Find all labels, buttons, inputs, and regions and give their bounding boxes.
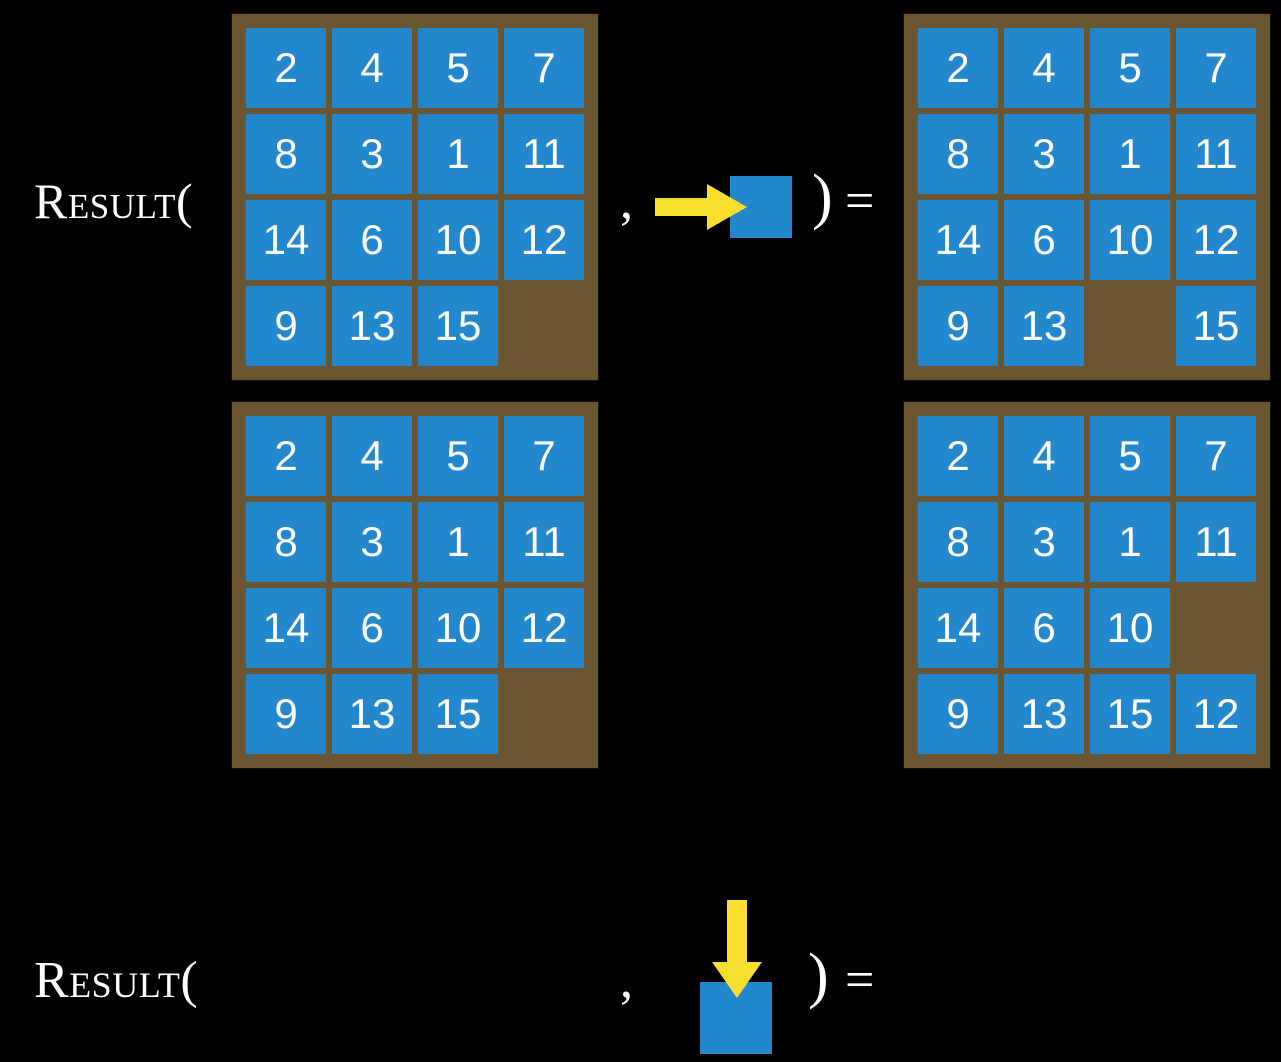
closing-paren-row1: ) xyxy=(812,163,833,231)
tile[interactable]: 8 xyxy=(918,502,998,582)
tile[interactable]: 2 xyxy=(246,28,326,108)
tile[interactable]: 14 xyxy=(918,588,998,668)
tile[interactable]: 15 xyxy=(418,286,498,366)
tile[interactable]: 13 xyxy=(1004,674,1084,754)
tile[interactable]: 3 xyxy=(332,114,412,194)
tile[interactable]: 4 xyxy=(332,416,412,496)
tile[interactable]: 15 xyxy=(1090,674,1170,754)
tile[interactable]: 14 xyxy=(246,588,326,668)
tile[interactable]: 3 xyxy=(332,502,412,582)
tile[interactable]: 10 xyxy=(1090,588,1170,668)
tile[interactable]: 3 xyxy=(1004,114,1084,194)
input-board-row1: 2 4 5 7 8 3 1 11 14 6 10 12 9 13 15 xyxy=(232,14,598,380)
tile[interactable]: 2 xyxy=(918,416,998,496)
tile[interactable]: 4 xyxy=(1004,28,1084,108)
argument-separator-comma-row1: , xyxy=(620,173,633,230)
equals-sign-row2: = xyxy=(845,952,875,1009)
tile[interactable]: 12 xyxy=(504,200,584,280)
arrow-right-icon xyxy=(655,184,747,230)
tile[interactable]: 8 xyxy=(246,114,326,194)
tile[interactable]: 10 xyxy=(418,588,498,668)
result-function-label-row1: Result( xyxy=(34,173,194,229)
tile[interactable]: 12 xyxy=(1176,674,1256,754)
tile[interactable]: 15 xyxy=(1176,286,1256,366)
empty-slot[interactable] xyxy=(1090,286,1170,366)
tile[interactable]: 6 xyxy=(332,200,412,280)
tile[interactable]: 3 xyxy=(1004,502,1084,582)
input-board-grid-row1: 2 4 5 7 8 3 1 11 14 6 10 12 9 13 15 xyxy=(246,28,584,366)
equation-row-2: Result( 2 4 5 7 8 3 1 11 14 6 10 12 9 13… xyxy=(0,392,1281,1054)
tile[interactable]: 14 xyxy=(918,200,998,280)
arrow-down-icon xyxy=(712,900,762,998)
argument-separator-comma-row2: , xyxy=(620,952,633,1009)
tile[interactable]: 1 xyxy=(418,114,498,194)
input-board-grid-row2: 2 4 5 7 8 3 1 11 14 6 10 12 9 13 15 xyxy=(246,416,584,754)
output-board-grid-row1: 2 4 5 7 8 3 1 11 14 6 10 12 9 13 15 xyxy=(918,28,1256,366)
tile[interactable]: 6 xyxy=(1004,200,1084,280)
empty-slot[interactable] xyxy=(1176,588,1256,668)
empty-slot[interactable] xyxy=(504,286,584,366)
tile[interactable]: 1 xyxy=(418,502,498,582)
output-board-row2: 2 4 5 7 8 3 1 11 14 6 10 9 13 15 12 xyxy=(904,402,1270,768)
move-indicator-row2 xyxy=(690,892,800,1062)
tile[interactable]: 7 xyxy=(504,416,584,496)
tile[interactable]: 7 xyxy=(504,28,584,108)
tile[interactable]: 12 xyxy=(504,588,584,668)
tile[interactable]: 10 xyxy=(418,200,498,280)
tile[interactable]: 15 xyxy=(418,674,498,754)
tile[interactable]: 5 xyxy=(1090,28,1170,108)
tile[interactable]: 11 xyxy=(504,114,584,194)
equation-row-1: Result( 2 4 5 7 8 3 1 11 14 6 10 12 9 13… xyxy=(0,0,1281,392)
tile[interactable]: 6 xyxy=(1004,588,1084,668)
tile[interactable]: 4 xyxy=(332,28,412,108)
tile[interactable]: 5 xyxy=(1090,416,1170,496)
tile[interactable]: 9 xyxy=(918,674,998,754)
tile[interactable]: 8 xyxy=(918,114,998,194)
tile[interactable]: 12 xyxy=(1176,200,1256,280)
closing-paren-row2: ) xyxy=(808,942,829,1010)
empty-slot[interactable] xyxy=(504,674,584,754)
tile[interactable]: 9 xyxy=(246,286,326,366)
equals-sign-row1: = xyxy=(845,173,875,230)
tile[interactable]: 13 xyxy=(1004,286,1084,366)
tile[interactable]: 7 xyxy=(1176,28,1256,108)
tile[interactable]: 14 xyxy=(246,200,326,280)
tile[interactable]: 9 xyxy=(918,286,998,366)
output-board-grid-row2: 2 4 5 7 8 3 1 11 14 6 10 9 13 15 12 xyxy=(918,416,1256,754)
tile[interactable]: 2 xyxy=(246,416,326,496)
tile[interactable]: 2 xyxy=(918,28,998,108)
tile[interactable]: 5 xyxy=(418,28,498,108)
input-board-row2: 2 4 5 7 8 3 1 11 14 6 10 12 9 13 15 xyxy=(232,402,598,768)
tile[interactable]: 5 xyxy=(418,416,498,496)
tile[interactable]: 11 xyxy=(1176,114,1256,194)
tile[interactable]: 13 xyxy=(332,674,412,754)
move-indicator-row1 xyxy=(655,160,805,250)
tile[interactable]: 11 xyxy=(504,502,584,582)
output-board-row1: 2 4 5 7 8 3 1 11 14 6 10 12 9 13 15 xyxy=(904,14,1270,380)
tile[interactable]: 11 xyxy=(1176,502,1256,582)
tile[interactable]: 7 xyxy=(1176,416,1256,496)
tile[interactable]: 1 xyxy=(1090,114,1170,194)
result-function-label-row2: Result( xyxy=(34,952,199,1009)
tile[interactable]: 9 xyxy=(246,674,326,754)
tile[interactable]: 13 xyxy=(332,286,412,366)
tile[interactable]: 1 xyxy=(1090,502,1170,582)
tile[interactable]: 6 xyxy=(332,588,412,668)
tile[interactable]: 10 xyxy=(1090,200,1170,280)
tile[interactable]: 4 xyxy=(1004,416,1084,496)
tile[interactable]: 8 xyxy=(246,502,326,582)
